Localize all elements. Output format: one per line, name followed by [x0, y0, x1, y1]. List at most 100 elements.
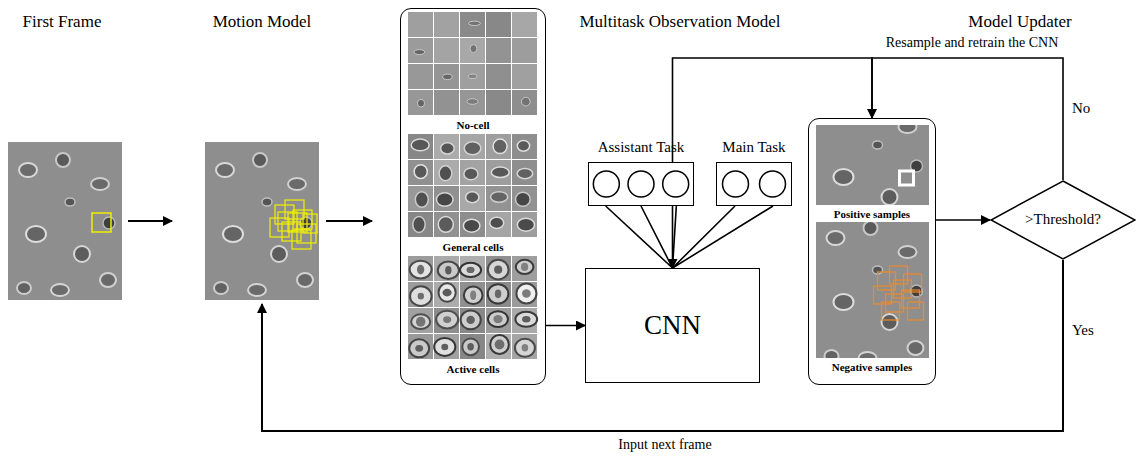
- tile-nucleus: [467, 343, 474, 350]
- sample-tile: [460, 64, 485, 89]
- sample-tile: [486, 90, 511, 115]
- sample-tile: [486, 212, 511, 237]
- sample-tile: [434, 64, 459, 89]
- tile-active-cell: [410, 261, 432, 279]
- sample-tile: [512, 282, 537, 307]
- tile-cell: [436, 193, 453, 206]
- sample-tile: [512, 64, 537, 89]
- sample-tile: [512, 134, 537, 159]
- tile-nucleus: [470, 291, 476, 301]
- tile-active-cell: [516, 284, 536, 304]
- neuron-circle: [628, 171, 654, 197]
- sample-tile: [434, 308, 459, 333]
- tile-active-cell: [438, 262, 459, 279]
- sample-tile: [486, 12, 511, 37]
- sample-tile: [434, 256, 459, 281]
- sample-tile: [486, 256, 511, 281]
- tile-cell: [516, 192, 531, 206]
- connector: [673, 58, 873, 268]
- tile-cell: [517, 140, 529, 151]
- tile-nucleus: [522, 289, 531, 297]
- tile-cell: [414, 165, 427, 179]
- sample-tile: [408, 64, 433, 89]
- tile-cell: [490, 217, 504, 228]
- tile-cell: [491, 192, 508, 203]
- branch-label: Yes: [1072, 322, 1094, 339]
- tile-active-cell: [436, 311, 458, 329]
- sample-panel: No-cellGeneral cellsActive cells: [400, 8, 546, 385]
- updater-panel: Positive samplesNegative samples: [808, 118, 936, 385]
- edge-label: Resample and retrain the CNN: [884, 35, 1061, 51]
- tile-blob: [469, 21, 481, 25]
- sample-tile: [486, 282, 511, 307]
- loop-label: Input next frame: [618, 437, 711, 453]
- tile-nucleus: [495, 340, 505, 350]
- decision-diamond: >Threshold?: [990, 180, 1136, 260]
- diamond-shape: [991, 181, 1135, 259]
- tile-nucleus: [494, 266, 502, 274]
- tile-cell: [464, 168, 478, 180]
- tile-blob: [468, 74, 477, 78]
- tile-nucleus: [521, 263, 528, 271]
- tile-active-cell: [411, 314, 430, 329]
- tile-active-cell: [434, 338, 455, 356]
- sample-tile: [460, 212, 485, 237]
- tile-cell: [438, 216, 453, 232]
- target-box: [92, 213, 111, 232]
- sample-tile: [460, 134, 485, 159]
- sample-tile: [512, 90, 537, 115]
- tile-nucleus: [443, 316, 451, 323]
- panel-caption: Negative samples: [809, 361, 935, 374]
- tile-nucleus: [417, 265, 424, 275]
- sample-tile: [512, 38, 537, 63]
- sample-tile: [434, 282, 459, 307]
- tile-active-cell: [464, 286, 483, 304]
- tile-blob: [467, 99, 478, 105]
- tile-active-cell: [410, 286, 432, 306]
- sample-tile: [408, 90, 433, 115]
- tile-nucleus: [522, 344, 529, 351]
- sample-tile: [434, 160, 459, 185]
- sample-tile: [434, 90, 459, 115]
- sample-tile: [460, 308, 485, 333]
- tile-nucleus: [416, 317, 425, 327]
- sample-tile: [408, 334, 433, 359]
- tile-nucleus: [445, 266, 451, 274]
- panel-caption: General cells: [401, 241, 545, 254]
- column-heading: First Frame: [23, 12, 102, 32]
- tile-active-cell: [462, 338, 479, 355]
- tile-cell: [491, 167, 509, 177]
- tile-cell: [517, 218, 534, 231]
- sample-tile: [434, 212, 459, 237]
- sample-tile: [486, 160, 511, 185]
- tile-nucleus: [495, 289, 501, 298]
- panel-caption: Positive samples: [809, 208, 935, 221]
- column-heading: Model Updater: [968, 12, 1071, 32]
- tile-cell: [415, 192, 428, 207]
- sample-tile: [486, 334, 511, 359]
- sample-tile: [434, 134, 459, 159]
- neuron-circle: [593, 171, 619, 197]
- connector: [546, 325, 585, 327]
- tile-blob: [414, 50, 425, 55]
- feedback-line: [262, 260, 1063, 431]
- tile-cell: [441, 143, 455, 154]
- sample-tile: [434, 38, 459, 63]
- tile-nucleus: [441, 344, 448, 350]
- neuron-circle: [760, 171, 786, 197]
- tile-nucleus: [522, 316, 530, 322]
- flow-arrow: [326, 220, 372, 222]
- connector: [673, 206, 774, 268]
- negative-image: [816, 210, 930, 368]
- tile-active-cell: [460, 263, 481, 277]
- column-heading: Multitask Observation Model: [579, 12, 780, 32]
- sample-tile: [460, 12, 485, 37]
- sample-tile: [460, 90, 485, 115]
- sample-tile: [408, 308, 433, 333]
- sample-tile: [486, 64, 511, 89]
- sample-tile: [512, 186, 537, 211]
- flow-arrow: [128, 220, 172, 222]
- branch-label: No: [1072, 100, 1090, 117]
